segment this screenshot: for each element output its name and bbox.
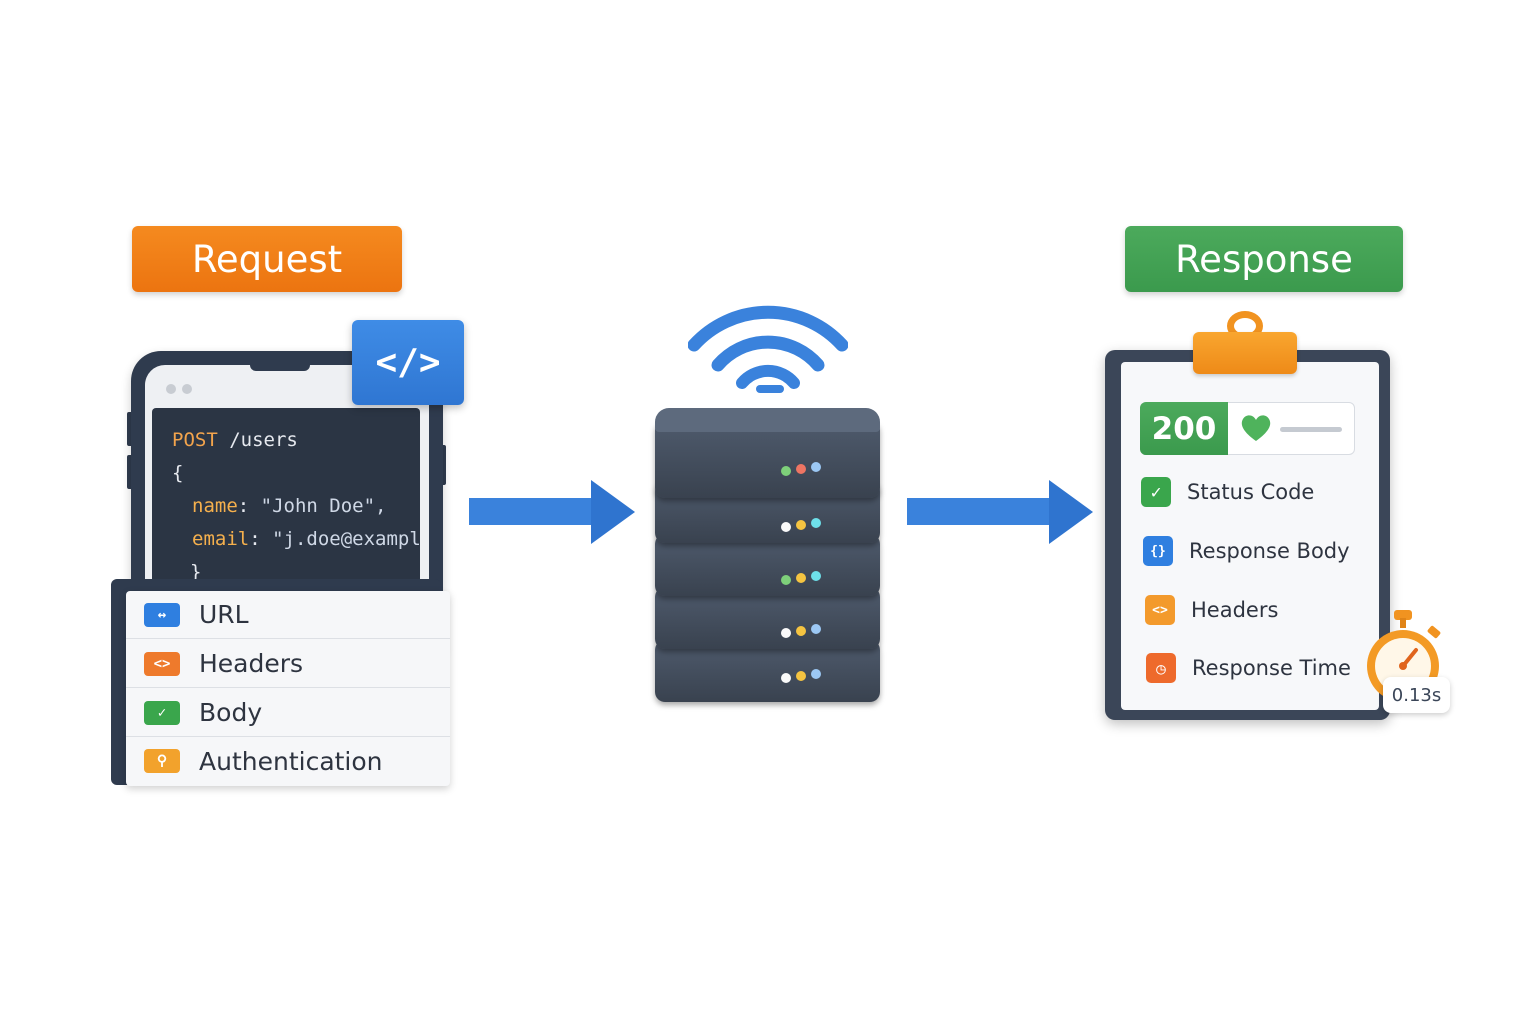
- wifi-icon: [687, 305, 849, 401]
- server-unit: [655, 534, 880, 596]
- status-led: [796, 573, 806, 583]
- list-item-authentication: ⚲ Authentication: [126, 737, 450, 785]
- close-brace: }: [190, 561, 202, 583]
- response-item-label: Response Time: [1192, 656, 1351, 680]
- window-dot: [166, 384, 176, 394]
- code-key-email: email: [192, 528, 250, 550]
- phone-side-button: [127, 412, 133, 446]
- status-led: [781, 628, 791, 638]
- response-item-status-code: ✓ Status Code: [1141, 477, 1314, 507]
- timer-icon: ◷: [1146, 653, 1176, 683]
- server-unit: [655, 587, 880, 649]
- response-item-headers: <> Headers: [1145, 595, 1278, 625]
- status-line: [1280, 427, 1342, 432]
- http-method: POST: [172, 429, 218, 451]
- status-led: [811, 571, 821, 581]
- status-led: [811, 462, 821, 472]
- status-led: [781, 522, 791, 532]
- response-item-body: {} Response Body: [1143, 536, 1350, 566]
- request-components-list: ↔ URL <> Headers ✓ Body ⚲ Authentication: [126, 591, 450, 786]
- list-item-label: Authentication: [199, 746, 383, 776]
- list-item-label: Headers: [199, 649, 304, 678]
- status-led: [796, 520, 806, 530]
- list-item-body: ✓ Body: [126, 689, 450, 737]
- code-icon: </>: [352, 320, 464, 405]
- status-led: [781, 575, 791, 585]
- list-item-label: URL: [199, 600, 249, 629]
- status-led: [796, 626, 806, 636]
- arrow-right-icon: [469, 480, 635, 544]
- server-unit: [655, 420, 880, 498]
- status-led: [811, 518, 821, 528]
- response-item-label: Headers: [1191, 598, 1279, 622]
- arrow-right-icon: [907, 480, 1093, 544]
- list-item-headers: <> Headers: [126, 640, 450, 688]
- check-icon: ✓: [144, 700, 180, 725]
- window-dot: [182, 384, 192, 394]
- request-title: Request: [132, 226, 402, 292]
- status-led: [796, 464, 806, 474]
- server-top: [655, 408, 880, 432]
- heart-icon: [1240, 414, 1272, 446]
- code-brackets-icon: <>: [1145, 595, 1175, 625]
- status-led: [781, 466, 791, 476]
- request-path: /users: [229, 429, 298, 451]
- list-item-label: Body: [199, 698, 263, 727]
- response-title: Response: [1125, 226, 1403, 292]
- clipboard-clamp: [1193, 332, 1297, 374]
- status-code-badge: 200: [1140, 402, 1228, 455]
- open-brace: {: [172, 462, 184, 484]
- code-value-name: "John Doe",: [260, 495, 387, 517]
- status-led: [811, 624, 821, 634]
- request-code-block: POST /users { name: "John Doe", email: "…: [152, 408, 420, 588]
- phone-notch: [250, 365, 310, 371]
- server-unit: [655, 640, 880, 702]
- code-brackets-icon: <>: [144, 651, 180, 676]
- status-led: [811, 669, 821, 679]
- code-key-name: name: [192, 495, 238, 517]
- code-value-email: "j.doe@example: [272, 528, 420, 550]
- response-item-time: ◷ Response Time: [1146, 653, 1351, 683]
- list-item-url: ↔ URL: [126, 591, 450, 639]
- status-led: [781, 673, 791, 683]
- check-icon: ✓: [1141, 477, 1171, 507]
- response-item-label: Response Body: [1189, 539, 1350, 563]
- key-icon: ⚲: [144, 749, 180, 773]
- response-item-label: Status Code: [1187, 480, 1315, 504]
- braces-icon: {}: [1143, 536, 1173, 566]
- phone-side-button: [127, 455, 133, 489]
- wifi-base: [756, 385, 784, 393]
- response-time-value: 0.13s: [1383, 677, 1450, 713]
- swap-arrows-icon: ↔: [144, 602, 180, 627]
- phone-side-button: [440, 445, 446, 485]
- status-led: [796, 671, 806, 681]
